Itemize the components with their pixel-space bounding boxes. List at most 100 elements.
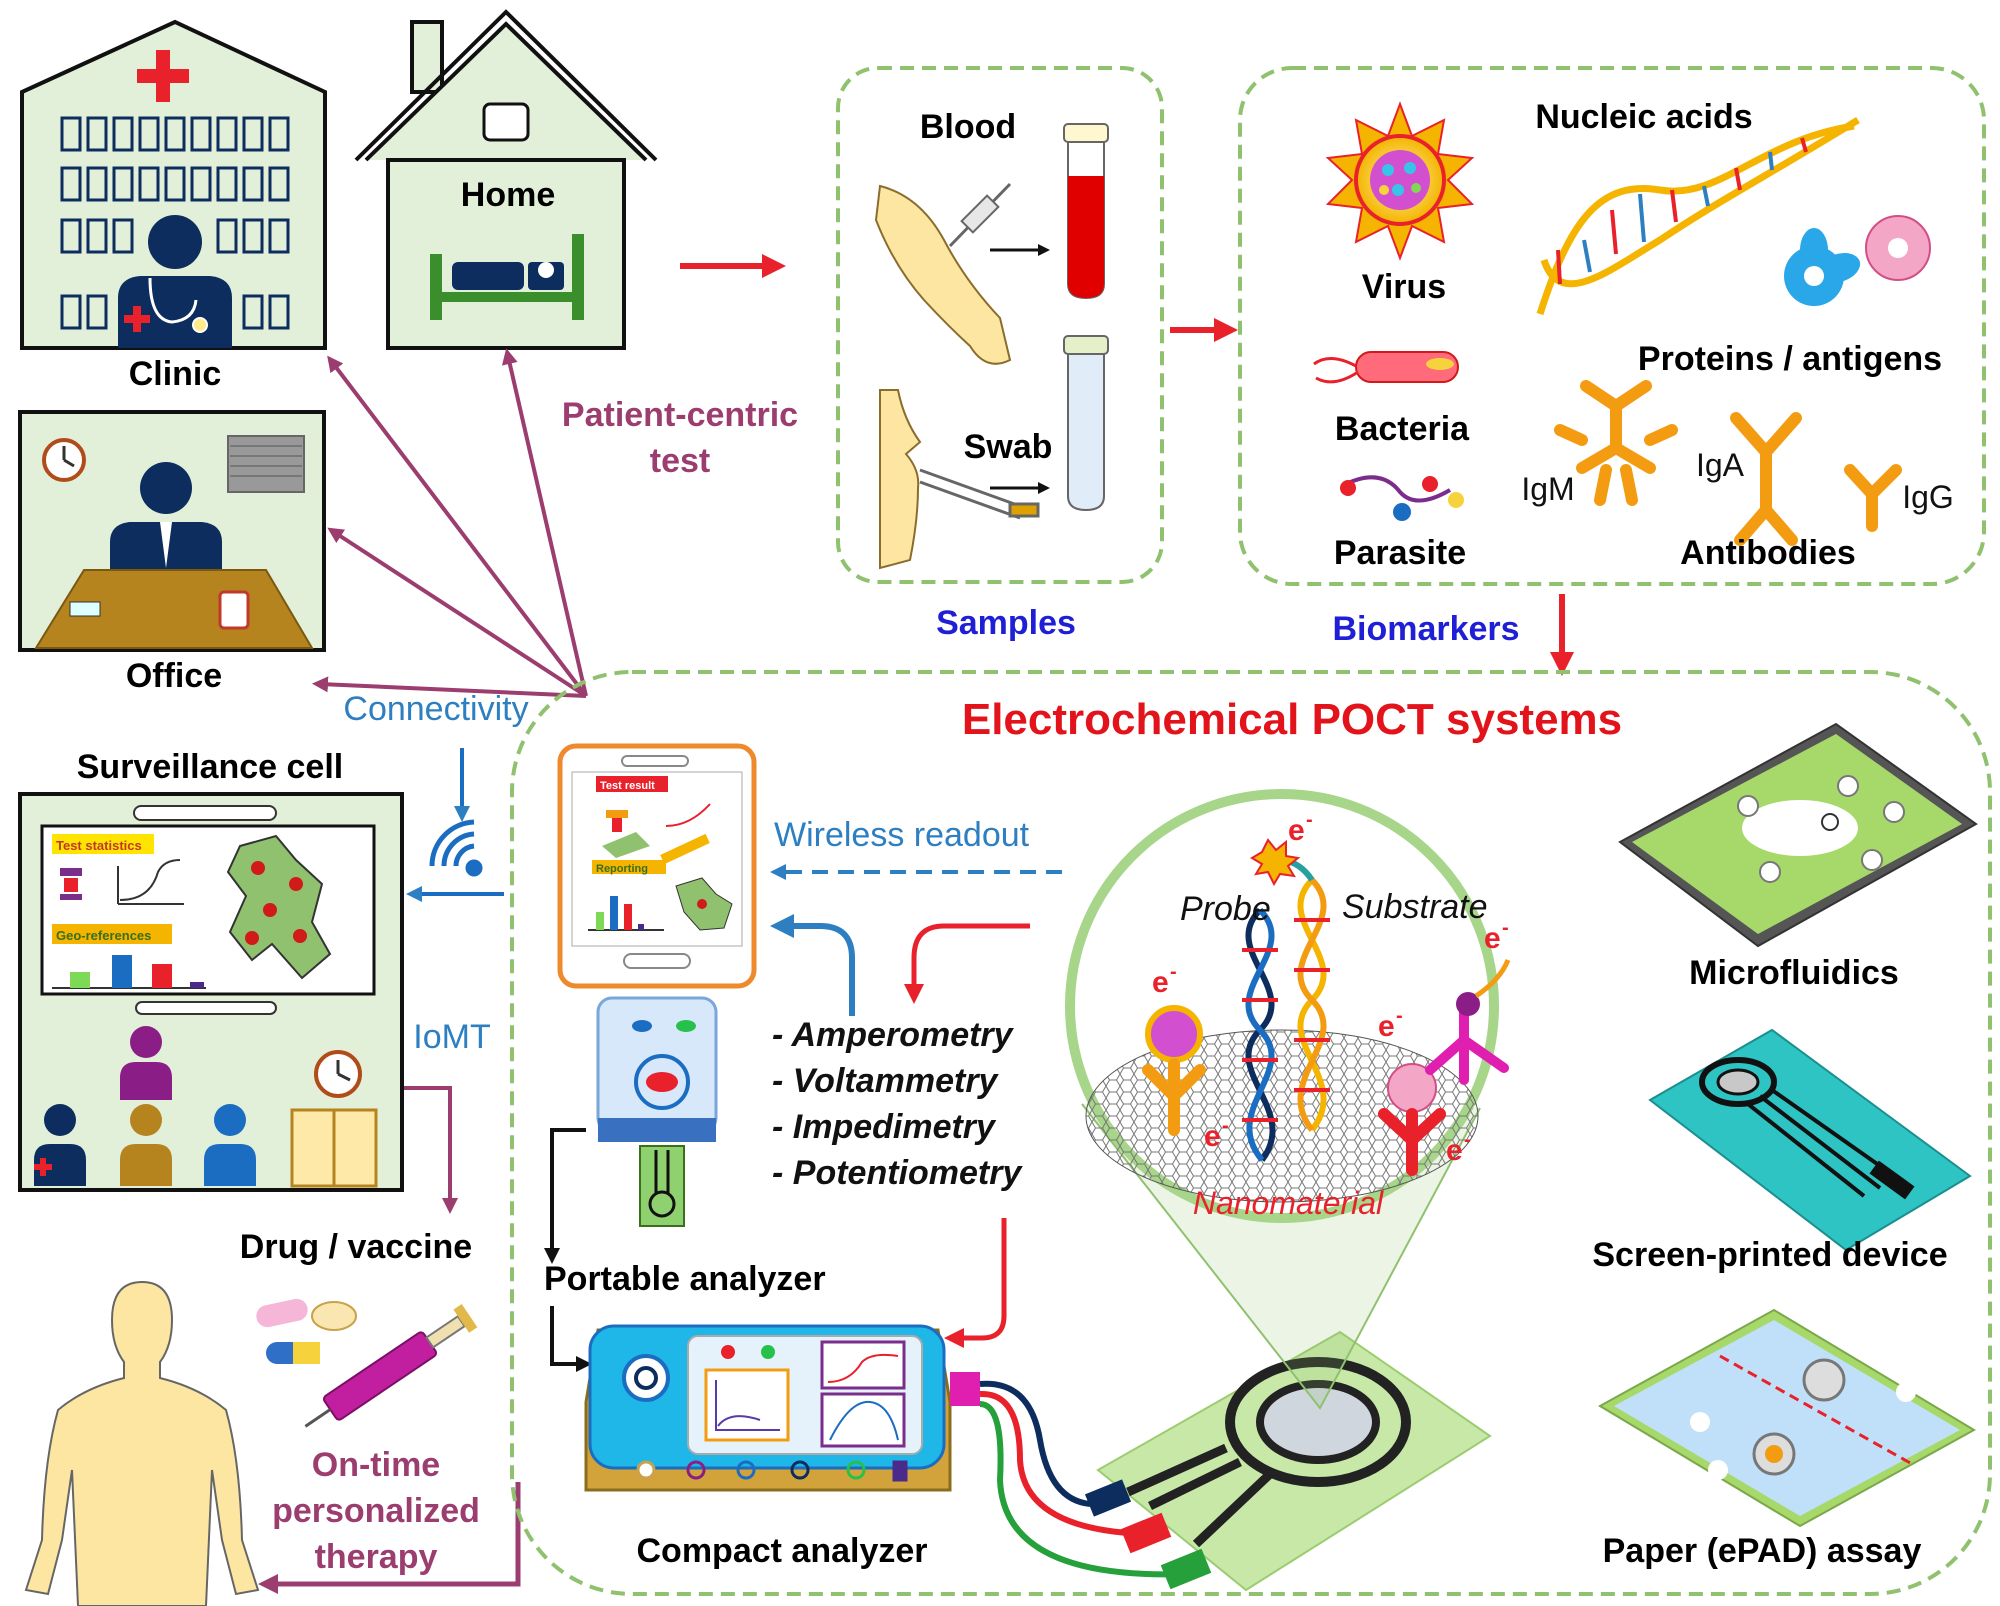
electron-label-1: e: [1288, 814, 1305, 847]
wireless-label: Wireless readout: [774, 816, 1030, 854]
patient-centric-arrows: [312, 348, 588, 698]
therapy-label-3: therapy: [315, 1538, 438, 1576]
patient-centric-label-2: test: [650, 442, 710, 480]
iomt-arrow: [404, 1086, 458, 1214]
igg-label: IgG: [1902, 479, 1954, 515]
igm-icon: [1554, 380, 1678, 506]
samples-caption: Samples: [936, 604, 1076, 642]
paper-label: Paper (ePAD) assay: [1603, 1532, 1922, 1570]
method-voltammetry: - Voltammetry: [772, 1062, 1000, 1100]
method-potentiometry: - Potentiometry: [772, 1154, 1023, 1192]
microfluidics-label: Microfluidics: [1689, 954, 1899, 992]
methods-list: - Amperometry - Voltammetry - Impedimetr…: [772, 1016, 1023, 1192]
compact-analyzer-icon: [584, 1324, 980, 1492]
portable-label: Portable analyzer: [544, 1260, 826, 1298]
iga-label: IgA: [1696, 447, 1745, 483]
samples-panel: Blood Swab: [836, 66, 1164, 584]
nucleic-label: Nucleic acids: [1535, 98, 1752, 136]
home-label: Home: [461, 176, 555, 214]
substrate-label: Substrate: [1342, 888, 1488, 926]
smartphone-icon: Test result Reporting: [557, 743, 757, 989]
method-amperometry: - Amperometry: [772, 1016, 1015, 1054]
portable-connector-top: [544, 1128, 586, 1264]
label-star-icon: [1250, 838, 1301, 887]
clinic-label: Clinic: [129, 355, 222, 393]
virus-antibody-icon: [1142, 1005, 1206, 1136]
bacteria-icon: [1313, 351, 1459, 384]
connectivity-label: Connectivity: [343, 690, 528, 728]
poct-panel: [510, 670, 1992, 1596]
geo-label: Geo-references: [56, 928, 151, 943]
compact-label: Compact analyzer: [637, 1532, 928, 1570]
screen-printed-icon: [1648, 1028, 1972, 1252]
phone-report-label: Reporting: [596, 863, 648, 875]
drug-vaccine-label: Drug / vaccine: [240, 1228, 472, 1266]
parasite-icon: [1340, 475, 1464, 521]
screen-printed-label: Screen-printed device: [1592, 1236, 1947, 1274]
therapy-label-1: On-time: [312, 1446, 440, 1484]
swab-stick-icon: [919, 468, 1040, 520]
biomarkers-caption: Biomarkers: [1332, 610, 1519, 648]
electron-label-2: e: [1152, 966, 1169, 999]
clinic-building: [20, 19, 327, 350]
electrode-cables: [979, 1380, 1187, 1578]
biomarkers-panel: Virus Bacteria Parasite Nucleic acids: [1238, 66, 1986, 586]
igm-label: IgM: [1521, 471, 1574, 507]
needle-icon: [948, 182, 1012, 248]
parasite-label: Parasite: [1334, 534, 1466, 572]
dna-probe-icon: [1242, 857, 1330, 1162]
virus-label: Virus: [1362, 268, 1446, 306]
svg-text:-: -: [1502, 917, 1509, 939]
surveillance-label: Surveillance cell: [77, 748, 344, 786]
svg-text:-: -: [1306, 809, 1313, 831]
therapy-label-2: personalized: [272, 1492, 480, 1530]
phone-result-label: Test result: [600, 780, 655, 792]
paper-epad-icon: [1597, 1308, 1977, 1528]
proteins-label: Proteins / antigens: [1638, 340, 1942, 378]
probe-label: Probe: [1180, 890, 1271, 928]
swab-label: Swab: [964, 428, 1053, 466]
arm-icon: [874, 184, 1012, 365]
face-icon: [879, 389, 922, 570]
microfluidics-icon: [1618, 722, 1978, 948]
dna-icon: [1536, 117, 1860, 316]
readout-to-phone-arrow: [770, 914, 855, 1016]
pills-syringe-icon: [256, 1298, 478, 1428]
electron-label-6: e: [1484, 922, 1501, 955]
surveillance-room: Test statistics Geo-references: [18, 792, 404, 1192]
nanomaterial-zoom-circle: Probe Substrate Nanomaterial e - e - e -…: [1065, 789, 1511, 1223]
electron-label-5: e: [1446, 1134, 1463, 1167]
protein-pink-icon: [1865, 215, 1931, 281]
stats-label: Test statistics: [56, 838, 142, 853]
svg-text:-: -: [1464, 1129, 1471, 1151]
electron-label-4: e: [1378, 1010, 1395, 1043]
svg-text:-: -: [1396, 1005, 1403, 1027]
office-room: [18, 410, 326, 652]
office-label: Office: [126, 657, 222, 695]
blood-tube-icon: [1063, 123, 1109, 300]
bacteria-label: Bacteria: [1335, 410, 1470, 448]
wifi-icon: [429, 819, 483, 877]
bed-icon: [430, 234, 584, 320]
svg-text:-: -: [1222, 1115, 1229, 1137]
methods-to-compact-arrow: [944, 1218, 1007, 1348]
doctor-icon: [118, 215, 232, 348]
antibodies-label: Antibodies: [1680, 534, 1856, 572]
portable-connector-bottom: [550, 1306, 592, 1372]
home-building: [354, 9, 658, 350]
human-body-icon: [24, 1280, 260, 1606]
protein-antibody-icon: [1378, 1063, 1446, 1176]
blood-label: Blood: [920, 108, 1016, 146]
nanomaterial-label: Nanomaterial: [1193, 1185, 1384, 1221]
iomt-label: IoMT: [413, 1018, 490, 1056]
igg-icon: [1844, 464, 1902, 532]
virus-icon: [1325, 101, 1475, 261]
iga-icon: [1730, 412, 1802, 546]
svg-text:-: -: [1170, 961, 1177, 983]
enzyme-antibody-icon: [1425, 959, 1511, 1085]
patient-centric-label: Patient-centric: [562, 396, 798, 434]
method-impedimetry: - Impedimetry: [772, 1108, 997, 1146]
to-methods-arrow: [904, 923, 1030, 1004]
swab-tube-icon: [1063, 335, 1109, 512]
